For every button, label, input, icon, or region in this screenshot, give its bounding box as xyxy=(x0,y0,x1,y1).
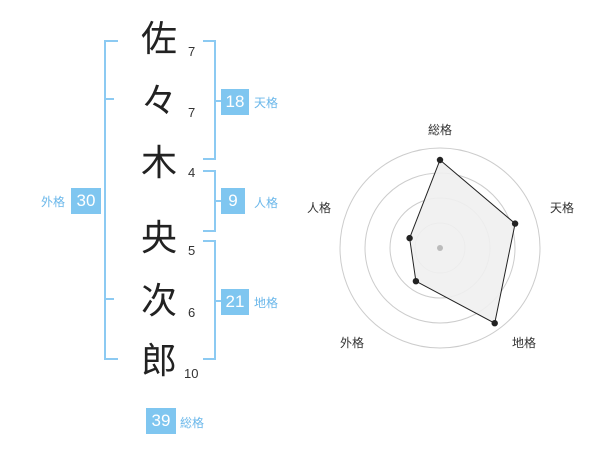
soukaku-label: 総格 xyxy=(180,416,205,430)
tenkaku-bracket-bottom xyxy=(203,158,216,160)
jinkaku-label: 人格 xyxy=(254,196,279,210)
gaikaku-bracket-top xyxy=(104,40,118,42)
radar-series-polygon xyxy=(409,159,516,324)
gaikaku-label: 外格 xyxy=(41,195,66,209)
gaikaku-tick-2 xyxy=(104,298,114,300)
chikaku-bracket-top xyxy=(203,240,216,242)
stroke-count-6: 10 xyxy=(184,366,199,381)
radar-point-3 xyxy=(491,320,498,327)
tenkaku-connector xyxy=(214,100,222,102)
jinkaku-value-badge: 9 xyxy=(221,188,245,214)
name-char-6: 郎 xyxy=(140,341,177,382)
tenkaku-label: 天格 xyxy=(254,96,279,110)
stroke-count-3: 4 xyxy=(188,165,196,180)
gaikaku-bracket-vertical xyxy=(104,40,106,360)
radar-ring-4 xyxy=(339,147,541,349)
stroke-count-2: 7 xyxy=(188,105,196,120)
gaikaku-value-badge: 30 xyxy=(71,188,101,214)
gaikaku-tick-1 xyxy=(104,98,114,100)
jinkaku-bracket-top xyxy=(203,170,216,172)
radar-axis-label-soukaku: 総格 xyxy=(428,123,453,137)
jinkaku-connector xyxy=(214,200,222,202)
radar-point-4 xyxy=(412,278,420,285)
radar-center-dot xyxy=(437,245,443,251)
chikaku-connector xyxy=(214,300,222,302)
radar-point-5 xyxy=(406,234,413,242)
stroke-count-5: 6 xyxy=(188,305,196,320)
stroke-count-4: 5 xyxy=(188,243,196,258)
chikaku-label: 地格 xyxy=(254,296,279,310)
name-char-3: 木 xyxy=(140,143,177,184)
radar-axis-label-jinkaku: 人格 xyxy=(307,201,332,215)
radar-axis-label-chikaku: 地格 xyxy=(512,336,537,350)
radar-point-2 xyxy=(511,220,519,227)
tenkaku-bracket-top xyxy=(203,40,216,42)
name-char-4: 央 xyxy=(140,218,177,259)
tenkaku-value-badge: 18 xyxy=(221,89,249,115)
radar-axis-label-gaikaku: 外格 xyxy=(340,336,365,350)
radar-axis-label-tenkaku: 天格 xyxy=(550,201,575,215)
soukaku-value-badge: 39 xyxy=(146,408,176,434)
chikaku-value-badge: 21 xyxy=(221,289,249,315)
stroke-count-1: 7 xyxy=(188,44,196,59)
jinkaku-bracket-bottom xyxy=(203,230,216,232)
gaikaku-bracket-bottom xyxy=(104,358,118,360)
radar-point-1 xyxy=(436,156,444,164)
name-char-1: 佐 xyxy=(140,19,177,60)
chikaku-bracket-bottom xyxy=(203,358,216,360)
name-char-5: 次 xyxy=(140,281,177,322)
name-char-2: 々 xyxy=(140,81,177,122)
